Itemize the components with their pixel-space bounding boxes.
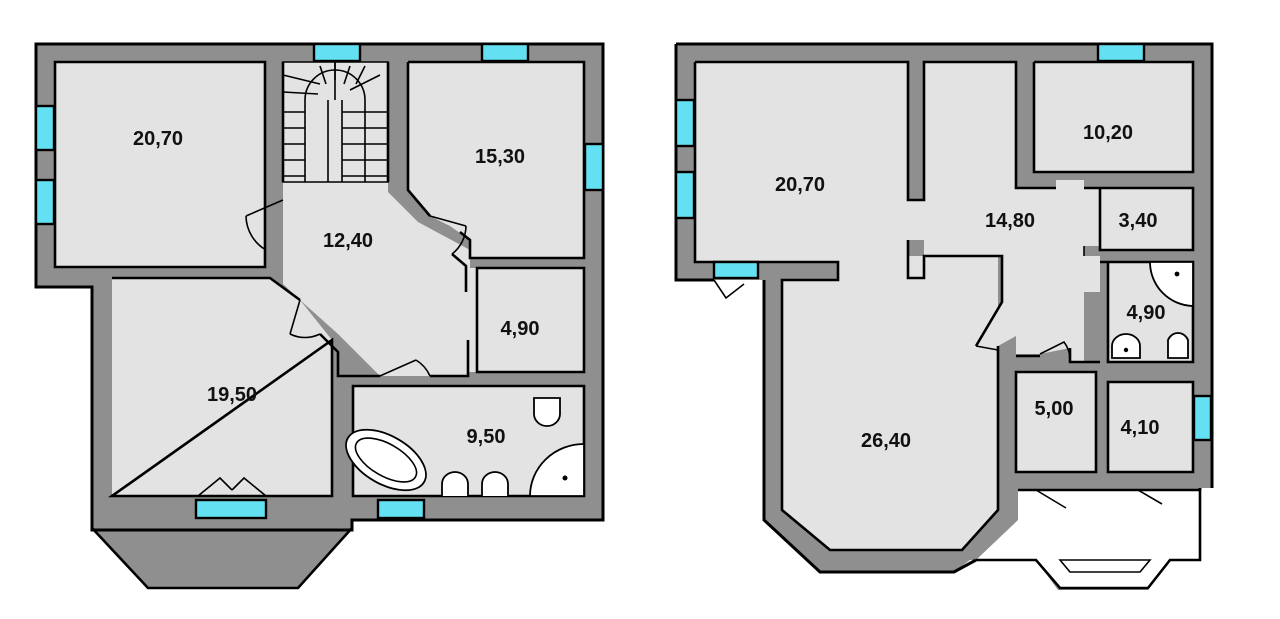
shower [1149, 261, 1194, 307]
area-label: 9,50 [467, 426, 506, 448]
area-label: 20,70 [133, 128, 183, 150]
area-label: 15,30 [475, 146, 525, 168]
room-boiler [1108, 382, 1193, 472]
area-label: 4,10 [1121, 417, 1160, 439]
plan-right: 20,70 14,80 10,20 3,40 4,90 5,00 4,10 26… [674, 42, 1214, 590]
room-bedroom-ne [408, 62, 584, 258]
area-label: 20,70 [775, 174, 825, 196]
room-bedroom [1034, 62, 1193, 172]
area-label: 3,40 [1119, 210, 1158, 232]
window [674, 170, 696, 220]
area-label: 4,90 [1127, 302, 1166, 324]
porch [976, 490, 1200, 588]
staircase [282, 61, 389, 183]
room-dining [782, 256, 998, 550]
room-bedroom-sw [112, 278, 332, 496]
area-label: 14,80 [985, 210, 1035, 232]
window [1192, 394, 1213, 442]
toilet [1167, 332, 1189, 359]
area-label: 10,20 [1083, 122, 1133, 144]
left-bay [92, 520, 352, 588]
window [34, 178, 56, 226]
window [1096, 42, 1146, 63]
area-label: 5,00 [1035, 398, 1074, 420]
window [583, 142, 605, 192]
room-closet [477, 268, 584, 372]
area-label: 19,50 [207, 384, 257, 406]
room-utility [1016, 372, 1096, 472]
window [674, 98, 696, 148]
room-hall [283, 182, 477, 376]
area-label: 12,40 [323, 230, 373, 252]
window [712, 260, 760, 280]
bathtub [345, 428, 427, 492]
plan-left: 20,70 15,30 12,40 4,90 9,50 19,50 [34, 42, 605, 590]
sink [1111, 333, 1141, 359]
area-label: 26,40 [861, 430, 911, 452]
room-living-corridor [695, 62, 1100, 362]
window [376, 498, 426, 520]
sinks [441, 471, 509, 496]
window [480, 42, 530, 63]
room-bedroom-nw [55, 62, 265, 267]
room-storage [1100, 188, 1193, 250]
area-label: 4,90 [501, 318, 540, 340]
window [194, 498, 268, 520]
shower [529, 443, 585, 497]
window [312, 42, 362, 63]
toilet [533, 397, 561, 427]
window [34, 104, 56, 152]
